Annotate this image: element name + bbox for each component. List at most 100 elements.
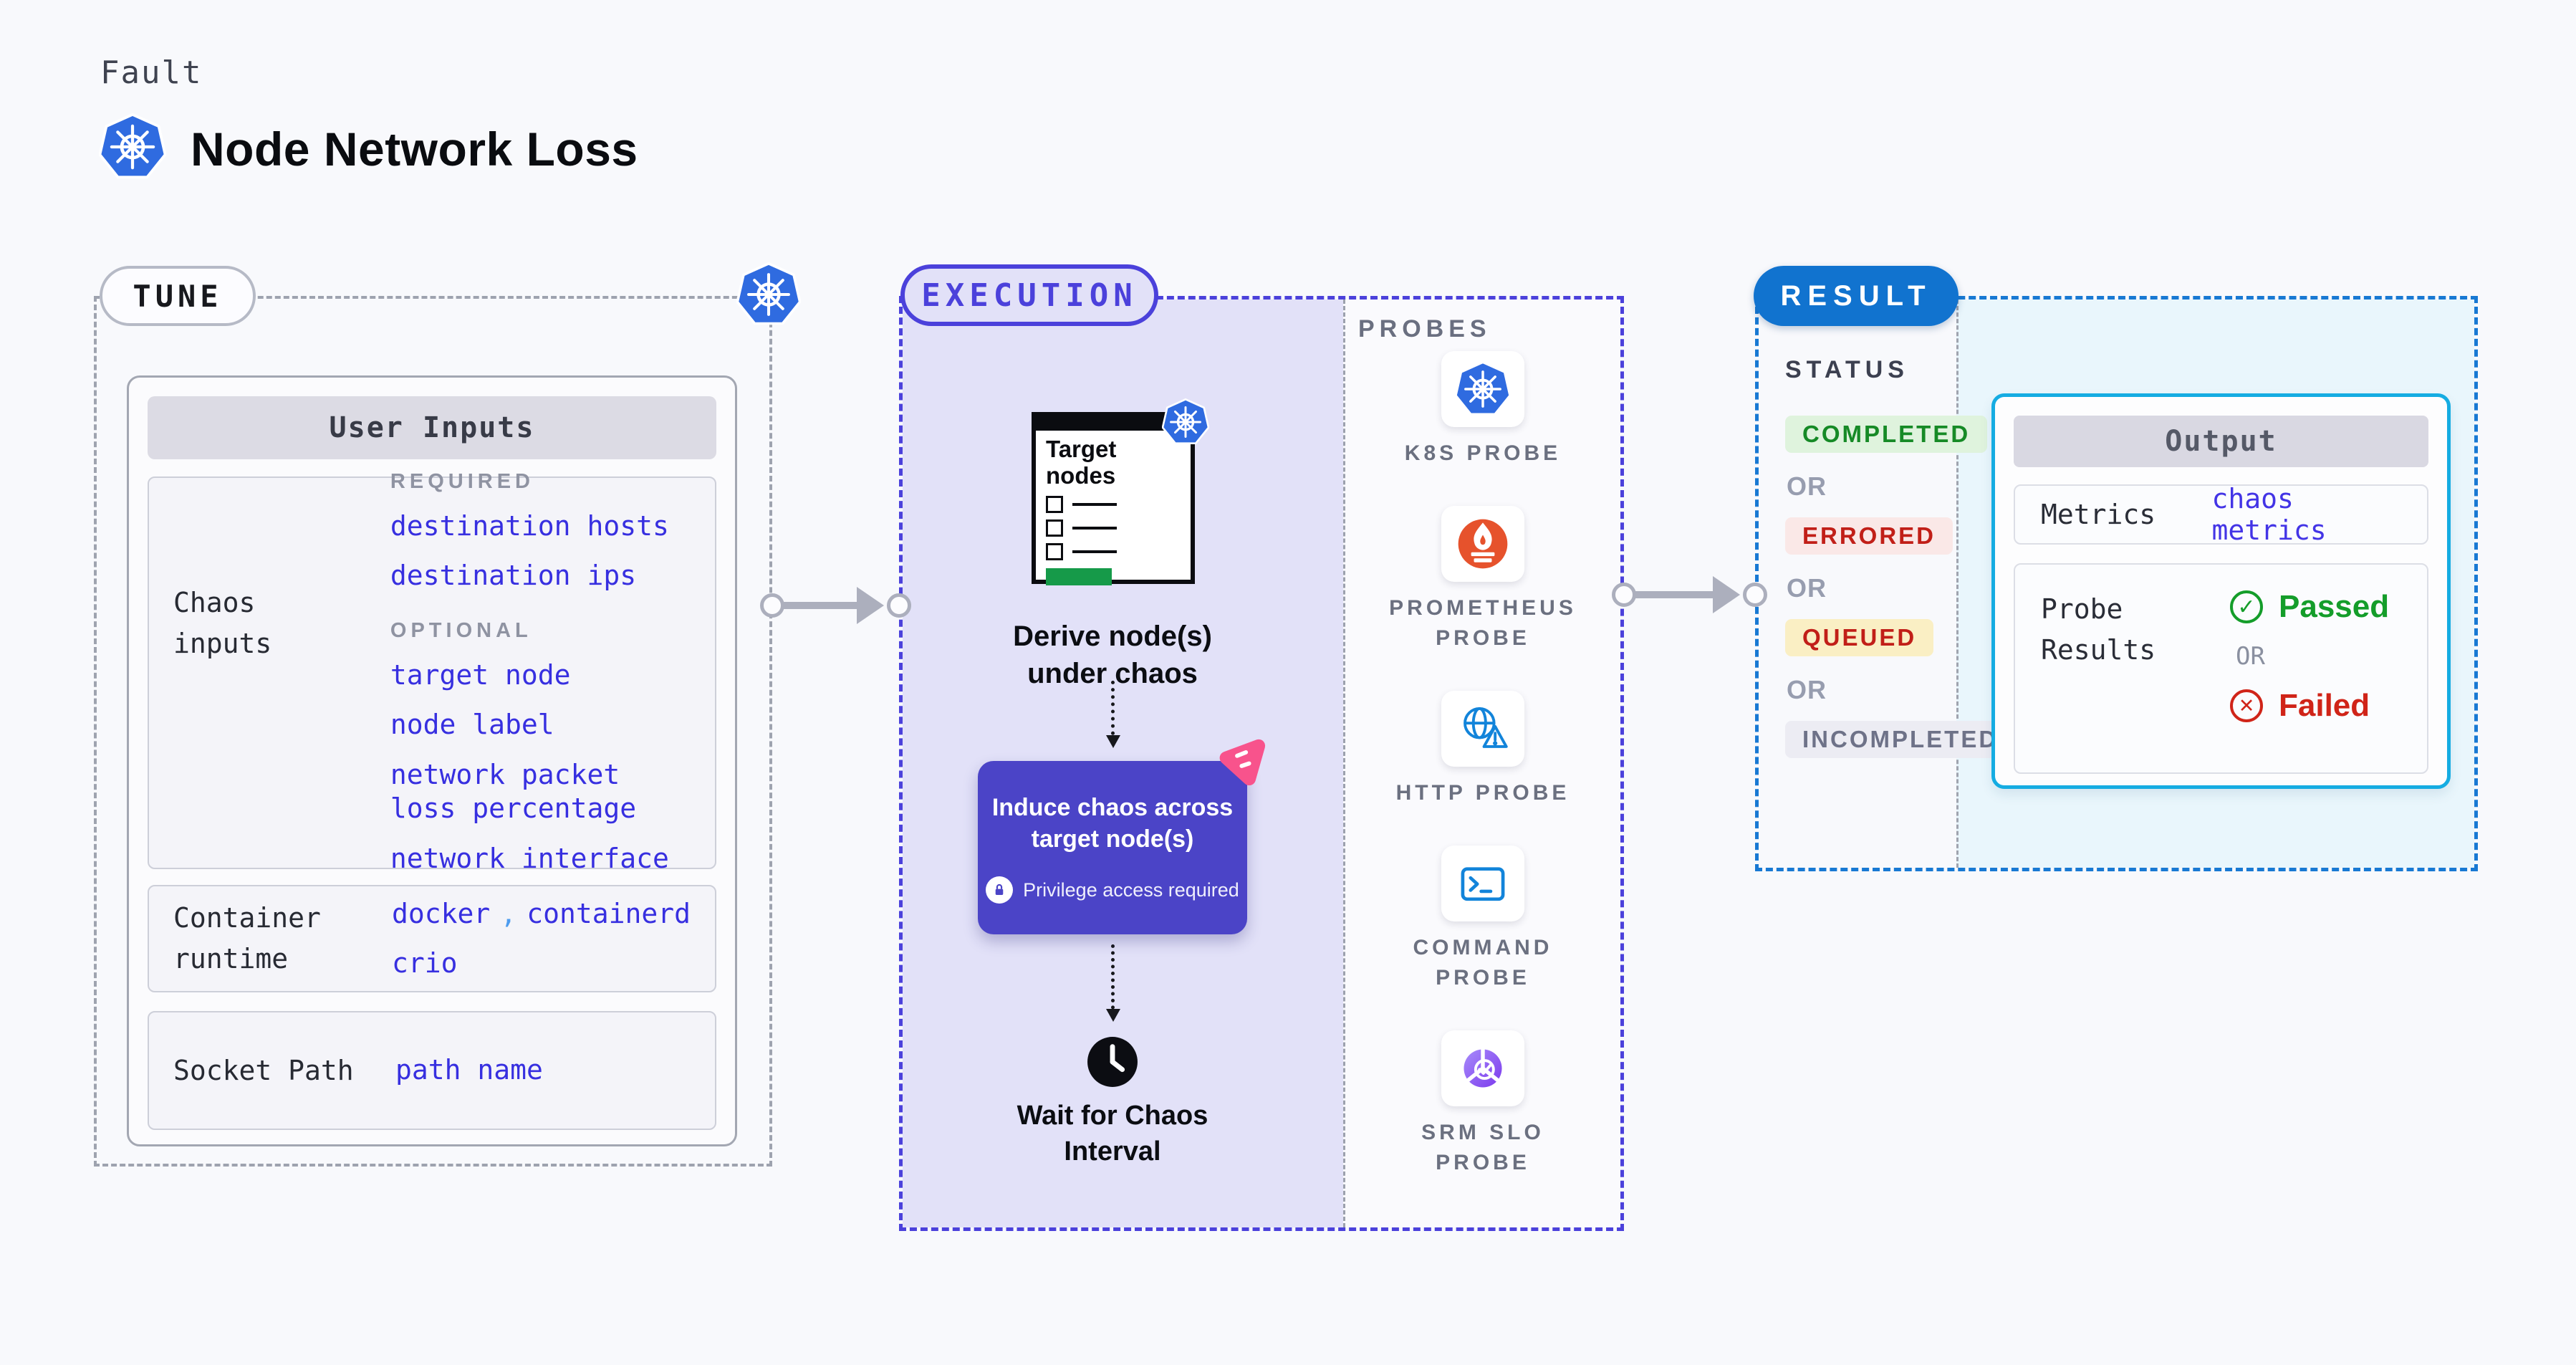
probe-label: SRM SLO PROBE (1421, 1121, 1544, 1174)
socket-path-row: Socket Path path name (148, 1011, 716, 1130)
link-crio[interactable]: crio (392, 947, 458, 979)
list-line (1072, 526, 1117, 530)
status-badge-queued: QUEUED (1785, 619, 1934, 656)
link-path-name[interactable]: path name (395, 1054, 543, 1086)
probe-results-label: Probe Results (2041, 593, 2156, 666)
probe-item-http: HTTP PROBE (1396, 691, 1570, 808)
checkbox-icon (1046, 542, 1063, 560)
or-label: OR (1787, 573, 1827, 603)
target-nodes-document: Target nodes (1032, 412, 1195, 585)
comma-separator: , (500, 897, 517, 929)
globe-alert-icon (1441, 691, 1524, 767)
metrics-label: Metrics (2041, 498, 2156, 530)
checkbox-icon (1046, 495, 1063, 513)
arrow-tune-to-execution (778, 587, 884, 624)
connector-dot (1612, 583, 1636, 607)
or-label: OR (1787, 471, 1827, 501)
derive-nodes-label: Derive node(s) under chaos (1013, 621, 1212, 689)
chaos-inputs-row: Chaos inputs REQUIRED destination hosts … (148, 470, 716, 874)
privilege-note: Privilege access required (986, 876, 1239, 904)
kubernetes-icon (736, 262, 801, 330)
probe-label: COMMAND PROBE (1413, 936, 1553, 990)
fault-label: Fault (100, 54, 203, 91)
link-network-packet-loss-percentage[interactable]: network packet loss percentage (390, 758, 637, 825)
tune-pill: TUNE (100, 266, 256, 326)
or-label: OR (2236, 642, 2265, 671)
user-inputs-card: User Inputs Chaos inputs REQUIRED destin… (127, 375, 737, 1146)
container-runtime-values: docker , containerd crio (392, 897, 691, 981)
status-badge-errored: ERRORED (1785, 517, 1953, 555)
lock-icon (986, 876, 1014, 904)
chaos-inputs-values: REQUIRED destination hosts destination i… (390, 470, 691, 874)
status-stack: STATUS COMPLETED OR ERRORED OR QUEUED OR… (1785, 356, 2016, 758)
probes-panel: K8S PROBE PROMETHEUS PROBE (1343, 300, 1620, 1227)
progress-bar (1046, 567, 1112, 585)
metrics-row: Metrics chaos metrics (2014, 483, 2428, 546)
socket-path-label: Socket Path (173, 1054, 354, 1086)
link-network-interface[interactable]: network interface (390, 842, 669, 874)
link-target-node[interactable]: target node (390, 658, 571, 691)
down-arrow (1106, 681, 1120, 748)
x-circle-icon: ✕ (2230, 689, 2263, 722)
kubernetes-icon (1441, 351, 1524, 427)
document-titlebar (1036, 416, 1191, 431)
failed-label: Failed (2279, 688, 2370, 723)
probe-label: K8S PROBE (1404, 441, 1562, 465)
optional-heading: OPTIONAL (390, 618, 532, 642)
connector-dot (887, 593, 911, 618)
probe-label: HTTP PROBE (1395, 781, 1570, 805)
checklist-row (1046, 542, 1181, 560)
page-title-row: Node Network Loss (99, 113, 638, 184)
slo-gauge-icon (1441, 1030, 1524, 1106)
probe-item-prometheus: PROMETHEUS PROBE (1383, 506, 1583, 653)
probe-item-srm-slo: SRM SLO PROBE (1383, 1030, 1583, 1178)
list-line (1072, 550, 1117, 553)
execution-pill: EXECUTION (900, 264, 1158, 326)
passed-row: ✓ Passed (2230, 589, 2389, 625)
probe-item-command: COMMAND PROBE (1383, 846, 1583, 993)
container-runtime-row: Container runtime docker , containerd cr… (148, 885, 716, 992)
chaos-pink-icon (1212, 729, 1271, 792)
chaos-metrics-link[interactable]: chaos metrics (2211, 483, 2327, 546)
required-heading: REQUIRED (390, 469, 534, 493)
induce-chaos-box: Induce chaos across target node(s) Privi… (978, 761, 1247, 934)
probe-item-k8s: K8S PROBE (1405, 351, 1561, 469)
output-header: Output (2014, 416, 2428, 467)
link-containerd[interactable]: containerd (527, 897, 691, 929)
result-pill: RESULT (1754, 266, 1959, 326)
or-label: OR (1787, 675, 1827, 704)
connector-dot (1743, 583, 1767, 607)
wait-interval-label: Wait for Chaos Interval (1017, 1101, 1208, 1167)
link-docker[interactable]: docker (392, 897, 491, 929)
status-badge-incompleted: INCOMPLETED (1785, 721, 2016, 758)
arrow-execution-to-result (1630, 576, 1740, 613)
checklist-row (1046, 519, 1181, 537)
container-runtime-label: Container runtime (173, 902, 321, 974)
clock-icon (1085, 1035, 1140, 1093)
terminal-icon (1441, 846, 1524, 921)
probe-results-row: Probe Results ✓ Passed OR ✕ Failed (2014, 563, 2428, 774)
link-destination-hosts[interactable]: destination hosts (390, 509, 669, 542)
status-badge-completed: COMPLETED (1785, 416, 1988, 453)
link-node-label[interactable]: node label (390, 709, 554, 741)
kubernetes-icon (1161, 398, 1210, 449)
user-inputs-header: User Inputs (148, 396, 716, 459)
kubernetes-icon (99, 113, 166, 184)
link-destination-ips[interactable]: destination ips (390, 560, 637, 592)
output-card: Output Metrics chaos metrics Probe Resul… (1991, 393, 2451, 789)
checkbox-icon (1046, 519, 1063, 537)
prometheus-icon (1441, 506, 1524, 582)
privilege-label: Privilege access required (1023, 878, 1239, 901)
list-line (1072, 502, 1117, 506)
check-circle-icon: ✓ (2230, 590, 2263, 623)
connector-dot (760, 593, 784, 618)
probe-label: PROMETHEUS PROBE (1389, 596, 1577, 650)
failed-row: ✕ Failed (2230, 688, 2389, 724)
induce-chaos-label: Induce chaos across target node(s) (991, 793, 1234, 853)
tune-section (94, 296, 772, 1167)
probes-heading: PROBES (1358, 315, 1491, 343)
status-heading: STATUS (1785, 356, 1909, 383)
passed-label: Passed (2279, 589, 2390, 624)
page-title: Node Network Loss (191, 122, 638, 176)
